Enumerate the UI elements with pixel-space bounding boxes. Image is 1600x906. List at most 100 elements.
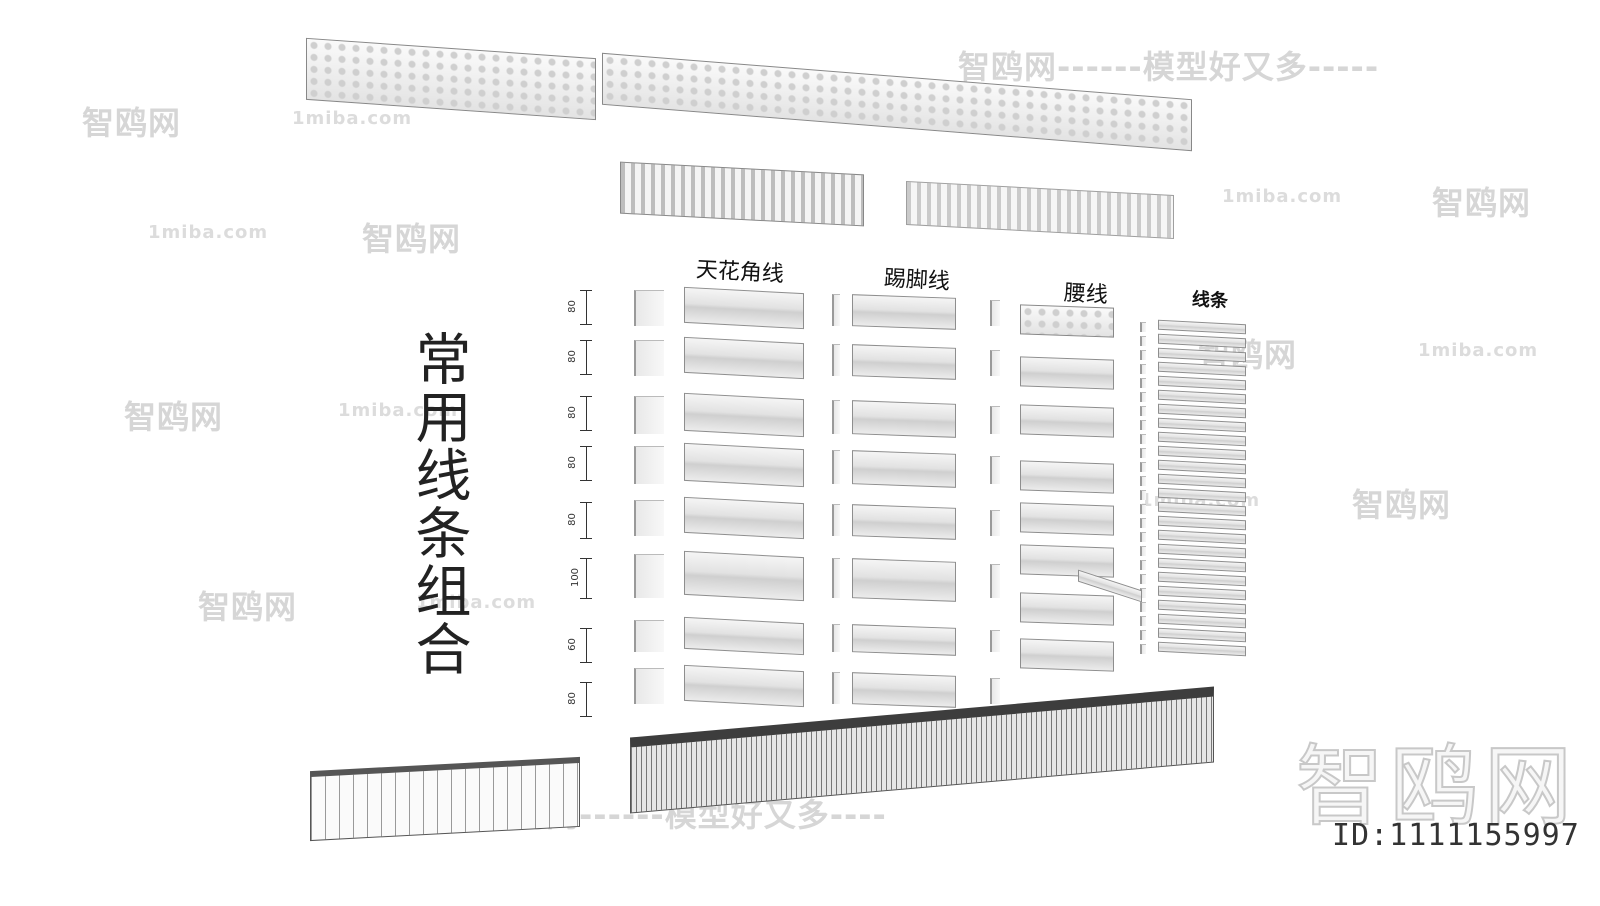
dimension-tick xyxy=(580,446,592,447)
column-header-ceiling: 天花角线 xyxy=(695,257,785,288)
column-header-lines: 线条 xyxy=(1191,289,1229,312)
watermark-brand: 智鸥网 xyxy=(1432,184,1532,222)
page-title: 常用线条组合 xyxy=(406,330,471,678)
waist-molding xyxy=(1020,460,1114,494)
skirting-molding xyxy=(852,624,956,656)
line-profile xyxy=(1140,420,1146,430)
skirting-profile xyxy=(832,450,840,484)
skirting-molding xyxy=(852,558,956,602)
ceiling-molding xyxy=(684,286,804,330)
skirting-molding xyxy=(852,672,956,708)
waist-molding xyxy=(1020,592,1114,626)
dimension-tick xyxy=(580,682,592,683)
line-profile xyxy=(1140,560,1146,570)
dimension-line xyxy=(586,340,587,374)
line-molding xyxy=(1158,529,1246,545)
dimension-tick xyxy=(580,340,592,341)
dimension-label: 80 xyxy=(566,513,578,526)
dimension-line xyxy=(586,558,587,598)
ceiling-molding xyxy=(684,336,804,380)
dimension-label: 80 xyxy=(566,406,578,419)
line-molding xyxy=(1158,515,1246,531)
line-molding xyxy=(1158,459,1246,475)
dimension-label: 100 xyxy=(570,567,582,588)
watermark-brand: 智鸥网 xyxy=(124,398,224,436)
line-molding xyxy=(1158,445,1246,461)
line-profile xyxy=(1140,630,1146,640)
line-profile xyxy=(1140,406,1146,416)
waist-molding xyxy=(1020,502,1114,536)
line-profile xyxy=(1140,462,1146,472)
line-molding xyxy=(1158,557,1246,573)
skirting-profile xyxy=(832,344,840,376)
line-molding xyxy=(1158,473,1246,489)
watermark-brand-large: 智鸥网 xyxy=(1295,734,1579,839)
dimension-line xyxy=(586,290,587,324)
watermark-domain: 1miba.com xyxy=(1222,186,1343,207)
dimension-tick xyxy=(580,662,592,663)
dimension-tick xyxy=(580,374,592,375)
line-profile xyxy=(1140,518,1146,528)
line-profile xyxy=(1140,532,1146,542)
ceiling-molding xyxy=(684,664,804,708)
dimension-tick xyxy=(580,598,592,599)
ceiling-molding xyxy=(684,550,804,602)
line-profile xyxy=(1140,574,1146,584)
waist-profile xyxy=(990,510,1000,536)
watermark-brand: 智鸥网 xyxy=(198,588,298,626)
dimension-tick xyxy=(580,538,592,539)
dimension-label: 80 xyxy=(566,350,578,363)
line-molding xyxy=(1158,375,1246,391)
skirting-molding xyxy=(852,450,956,488)
skirting-molding xyxy=(852,504,956,540)
skirting-molding xyxy=(852,344,956,380)
line-molding xyxy=(1158,543,1246,559)
model-id: ID:1111155997 xyxy=(1332,818,1580,853)
dimension-tick xyxy=(580,430,592,431)
skirting-profile xyxy=(832,624,840,652)
line-profile xyxy=(1140,434,1146,444)
watermark-brand: 智鸥网 xyxy=(1352,486,1452,524)
dimension-line xyxy=(586,446,587,480)
dimension-label: 80 xyxy=(566,692,578,705)
line-molding xyxy=(1158,417,1246,433)
line-molding xyxy=(1158,641,1246,657)
waist-profile xyxy=(990,350,1000,376)
line-profile xyxy=(1140,476,1146,486)
ceiling-profile xyxy=(634,446,664,484)
skirting-profile xyxy=(832,294,840,326)
line-profile xyxy=(1140,448,1146,458)
waist-molding xyxy=(1020,304,1114,338)
watermark-brand: 智鸥网 xyxy=(82,104,182,142)
dimension-tick xyxy=(580,396,592,397)
line-profile xyxy=(1140,644,1146,654)
ceiling-molding xyxy=(684,392,804,438)
line-profile xyxy=(1140,378,1146,388)
dimension-tick xyxy=(580,502,592,503)
watermark-domain: 1miba.com xyxy=(1418,340,1539,361)
baluster-rail-left xyxy=(310,756,580,842)
line-molding xyxy=(1158,627,1246,643)
waist-profile xyxy=(990,564,1000,598)
dimension-tick xyxy=(580,324,592,325)
dentil-molding xyxy=(620,161,864,227)
waist-profile xyxy=(990,406,1000,434)
skirting-profile xyxy=(832,400,840,434)
waist-profile xyxy=(990,456,1000,484)
dimension-line xyxy=(586,682,587,716)
watermark-domain: 1miba.com xyxy=(292,108,413,129)
ceiling-profile xyxy=(634,554,664,598)
line-molding xyxy=(1158,613,1246,629)
waist-profile xyxy=(990,630,1000,652)
waist-profile xyxy=(990,678,1000,704)
waist-molding xyxy=(1020,404,1114,438)
ceiling-profile xyxy=(634,668,664,704)
skirting-molding xyxy=(852,294,956,330)
line-molding xyxy=(1158,585,1246,601)
skirting-molding xyxy=(852,400,956,438)
dimension-line xyxy=(586,502,587,538)
dimension-tick xyxy=(580,628,592,629)
dimension-tick xyxy=(580,716,592,717)
ceiling-profile xyxy=(634,620,664,652)
waist-molding xyxy=(1020,544,1114,578)
